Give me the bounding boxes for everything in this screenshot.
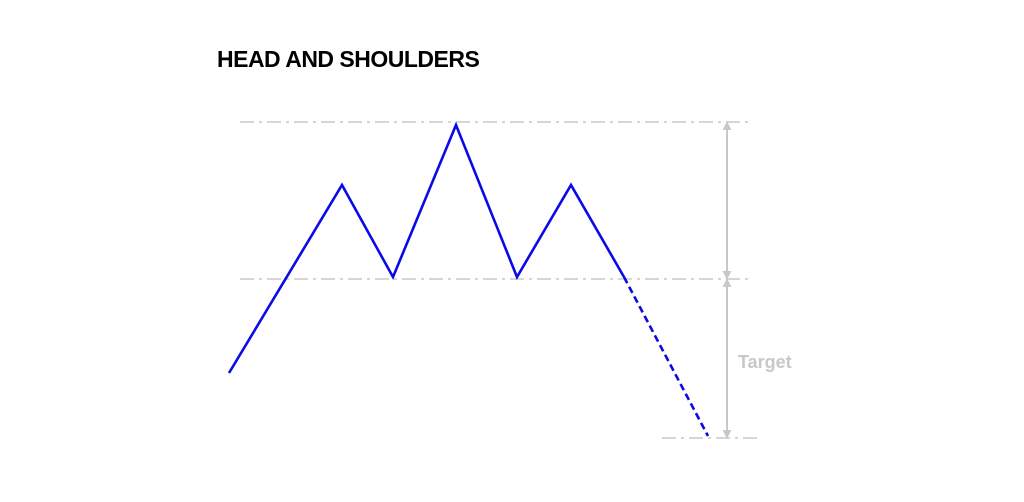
target-label: Target (738, 352, 792, 372)
projected-breakdown-line (622, 276, 710, 437)
head-and-shoulders-price-line (227, 121, 626, 374)
diagram-title: HEAD AND SHOULDERS (217, 46, 479, 72)
